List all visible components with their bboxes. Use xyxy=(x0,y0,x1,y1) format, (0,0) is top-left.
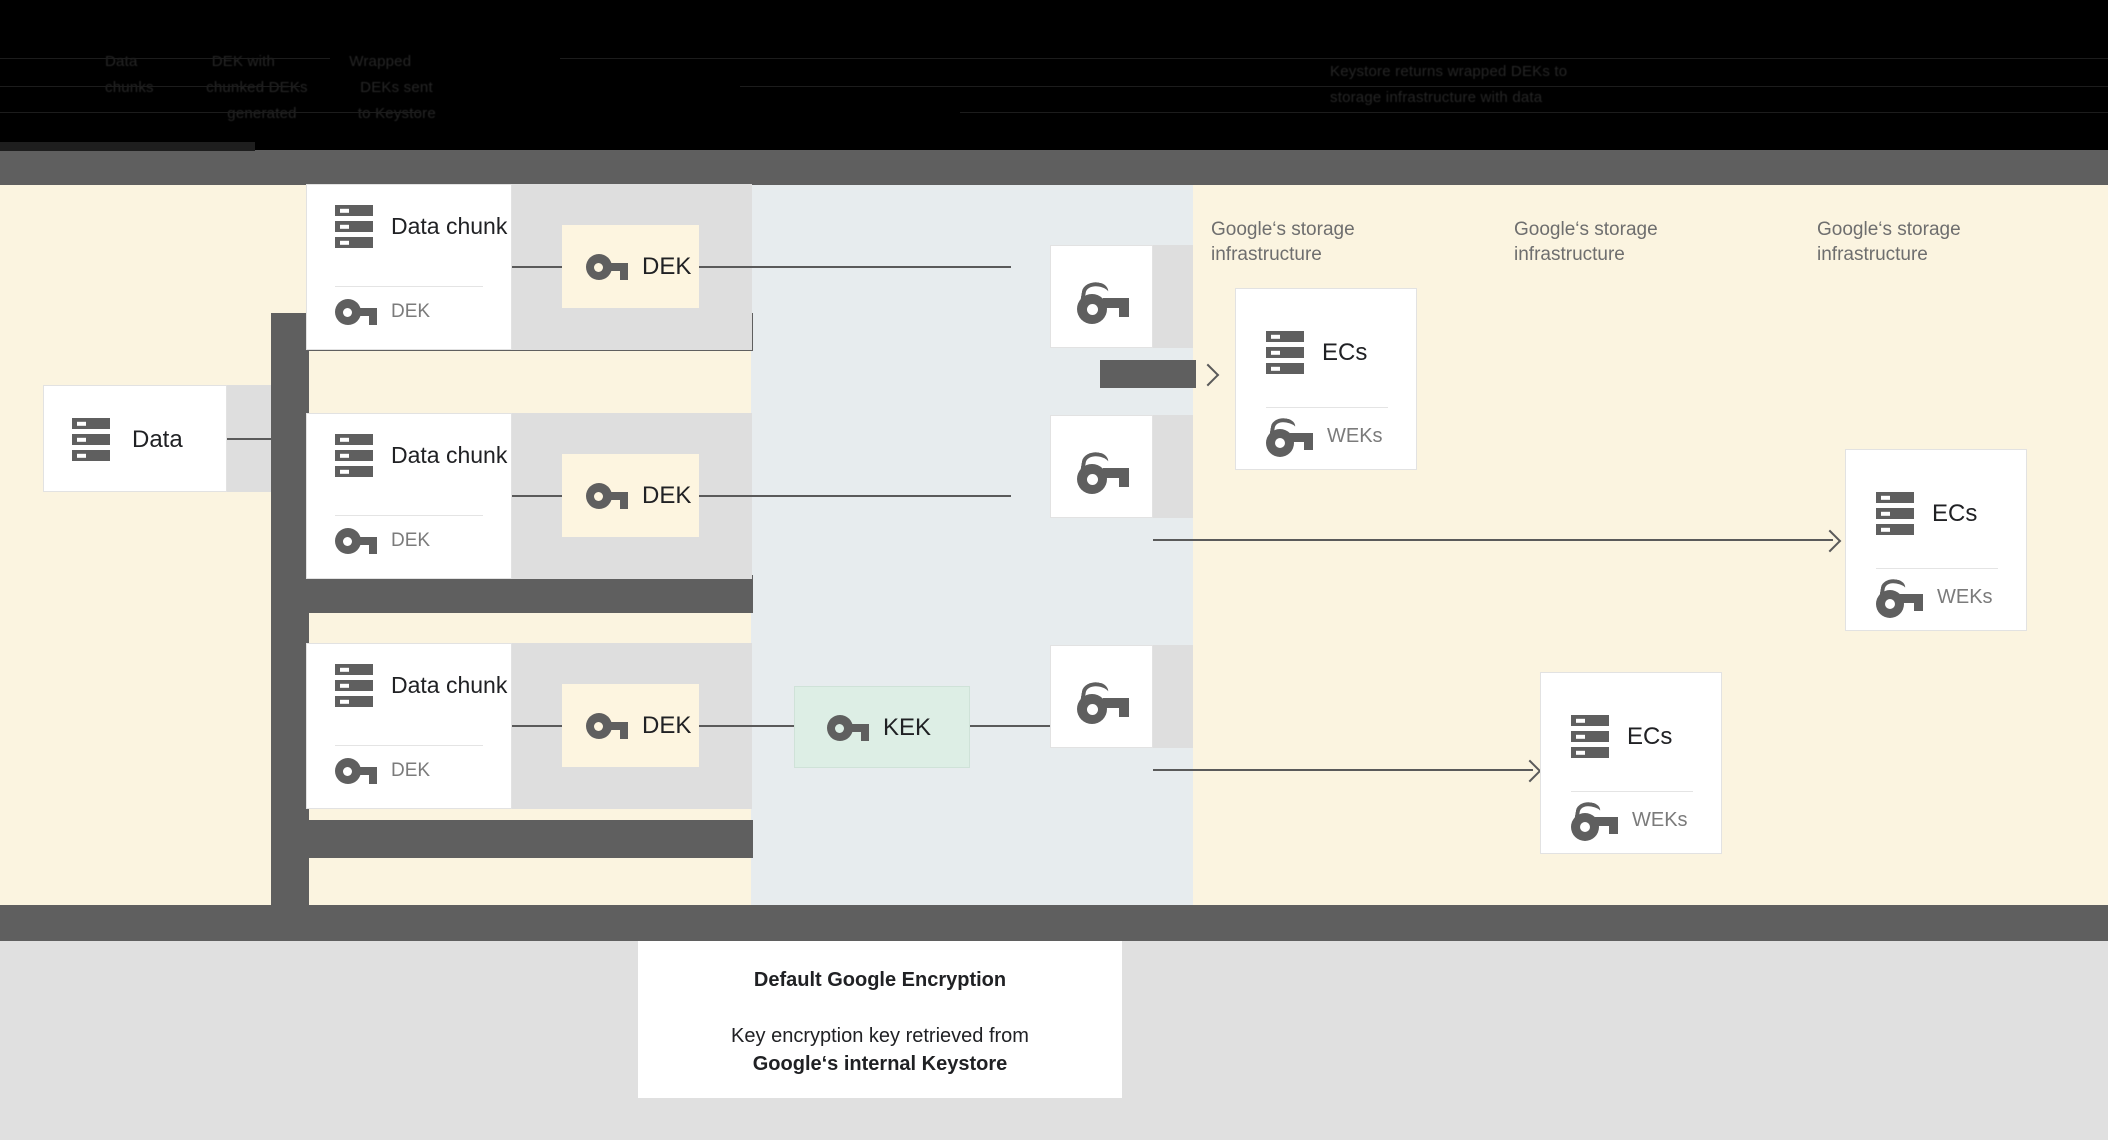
card-divider xyxy=(335,515,483,516)
ec-card-key-label: WEKs xyxy=(1632,808,1688,831)
wrapped-key-arrow-bottom xyxy=(1153,769,1533,771)
diagram-canvas: Data Data chunk DEK xyxy=(0,184,2108,953)
top-dark-band xyxy=(0,142,2108,185)
split-bracket-arm-bottom xyxy=(271,820,753,858)
wrapped-key-arrow-bar-top xyxy=(1100,360,1196,388)
card-divider xyxy=(1266,407,1388,408)
header-text-line-5: storage infrastructure with data xyxy=(1330,89,1543,106)
storage-infrastructure-label: Google‘s storage infrastructure xyxy=(1817,219,1961,265)
storage-icon xyxy=(1571,715,1609,758)
header-text-line-1: Data DEK with Wrapped xyxy=(105,53,412,70)
data-chunk-card[interactable]: Data chunk DEK xyxy=(306,413,512,579)
key-icon xyxy=(586,713,628,739)
dek-label: DEK xyxy=(642,712,692,739)
caption-title: Default Google Encryption xyxy=(753,969,1007,991)
caption-body-prefix: Key encryption key retrieved from xyxy=(731,1025,1029,1047)
card-divider xyxy=(335,286,483,287)
storage-infrastructure-label: Google‘s storage infrastructure xyxy=(1514,219,1658,265)
kek-label: KEK xyxy=(883,714,932,741)
data-chunk-card[interactable]: Data chunk DEK xyxy=(306,184,512,350)
kek-box[interactable]: KEK xyxy=(794,686,970,768)
wrapped-key-icon xyxy=(1876,577,1923,618)
dek-label: DEK xyxy=(642,253,692,280)
wrapped-key-box[interactable] xyxy=(1050,415,1153,518)
wrapped-key-icon xyxy=(1266,416,1313,457)
kek-to-wrapped-connector xyxy=(970,725,1050,727)
dek-label: DEK xyxy=(642,482,692,509)
card-divider xyxy=(1571,791,1693,792)
storage-icon xyxy=(335,205,373,248)
ec-card-key-label: WEKs xyxy=(1327,424,1383,447)
header-text-line-2: chunks chunked DEKs DEKs sent xyxy=(105,79,433,96)
data-chunk-key-label: DEK xyxy=(391,301,431,322)
arrow-head-middle xyxy=(1818,529,1842,553)
top-band-notch xyxy=(0,142,255,151)
caption-body: Key encryption key retrieved from Google… xyxy=(638,1022,1122,1078)
storage-infrastructure-label: Google‘s storage infrastructure xyxy=(1211,219,1355,265)
obscured-header-bar: Data DEK with Wrapped chunks chunked DEK… xyxy=(0,0,2108,150)
ec-card-title: ECs xyxy=(1322,338,1368,366)
wrapped-key-arrow-middle xyxy=(1153,539,1833,541)
ec-card-title: ECs xyxy=(1627,722,1673,750)
storage-icon xyxy=(335,434,373,477)
data-chunk-key-label: DEK xyxy=(391,760,431,781)
key-icon xyxy=(586,483,628,509)
header-streak xyxy=(560,58,2108,59)
key-icon xyxy=(335,758,377,784)
storage-icon xyxy=(335,664,373,707)
wrapped-key-icon xyxy=(1571,800,1618,841)
wrapped-key-icon xyxy=(1077,449,1129,494)
arrow-head-bottom xyxy=(1518,759,1542,783)
data-card-label: Data xyxy=(132,425,183,453)
dek-to-wrapped-connector xyxy=(699,495,1011,497)
header-text-line-4: Keystore returns wrapped DEKs to xyxy=(1330,63,1568,80)
data-chunk-card[interactable]: Data chunk DEK xyxy=(306,643,512,809)
card-divider xyxy=(1876,568,1998,569)
caption-card: Default Google Encryption Key encryption… xyxy=(638,941,1122,1098)
ec-card[interactable]: ECs WEKs xyxy=(1845,449,2027,631)
wrapped-key-box[interactable] xyxy=(1050,645,1153,748)
storage-icon xyxy=(72,418,110,461)
ec-card-key-label: WEKs xyxy=(1937,585,1993,608)
wrapped-key-icon xyxy=(1077,279,1129,324)
header-streak xyxy=(0,58,330,59)
header-streak xyxy=(960,112,2108,113)
caption-body-bold: Google‘s internal Keystore xyxy=(752,1053,1008,1075)
header-text-line-3: generated to Keystore xyxy=(105,105,436,122)
arrow-head-top xyxy=(1196,363,1220,387)
dek-to-wrapped-connector xyxy=(699,266,1011,268)
storage-icon xyxy=(1266,331,1304,374)
card-divider xyxy=(335,745,483,746)
wrapped-key-box[interactable] xyxy=(1050,245,1153,348)
ec-card-title: ECs xyxy=(1932,499,1978,527)
key-icon xyxy=(827,715,869,741)
ec-card[interactable]: ECs WEKs xyxy=(1235,288,1417,470)
key-icon xyxy=(335,528,377,554)
header-streak xyxy=(740,86,2108,87)
split-bracket-arm-mid xyxy=(271,575,753,613)
bottom-dark-band xyxy=(0,905,2108,941)
ec-card[interactable]: ECs WEKs xyxy=(1540,672,1722,854)
key-icon xyxy=(335,299,377,325)
header-streak xyxy=(0,86,300,87)
storage-icon xyxy=(1876,492,1914,535)
dek-box[interactable]: DEK xyxy=(562,684,699,767)
wrapped-key-icon xyxy=(1077,679,1129,724)
dek-box[interactable]: DEK xyxy=(562,225,699,308)
data-chunk-title: Data chunk xyxy=(391,672,508,698)
data-card[interactable]: Data xyxy=(43,385,227,492)
data-chunk-title: Data chunk xyxy=(391,442,508,468)
data-chunk-title: Data chunk xyxy=(391,213,508,239)
dek-box[interactable]: DEK xyxy=(562,454,699,537)
header-streak xyxy=(0,112,420,113)
data-chunk-key-label: DEK xyxy=(391,530,431,551)
key-icon xyxy=(586,254,628,280)
